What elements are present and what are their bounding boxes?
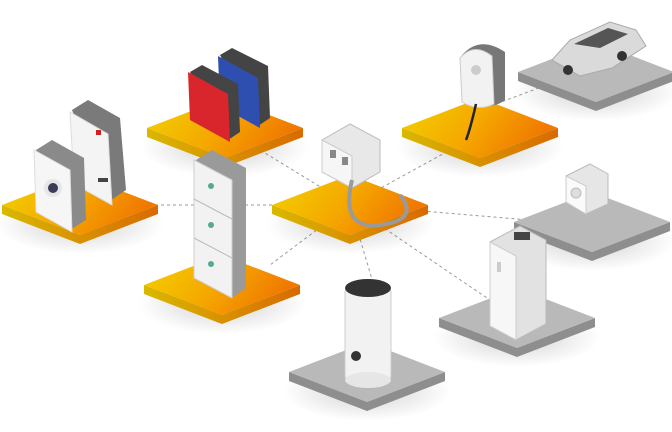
platform-side — [144, 285, 300, 324]
platform-side — [439, 318, 595, 357]
platform-top — [402, 98, 558, 158]
platform-side — [402, 128, 558, 167]
platform-side — [272, 205, 428, 244]
platform-wallbox — [396, 98, 564, 177]
water-heater-icon — [344, 279, 392, 388]
inverter-icon — [33, 100, 126, 233]
platform-top — [514, 192, 670, 252]
smart-plug-icon — [565, 163, 609, 215]
solar-inverter-icon — [188, 48, 270, 142]
car-icon — [551, 21, 647, 77]
platform-side — [518, 72, 672, 111]
platform-side — [2, 205, 158, 244]
platform-battery-storage — [138, 255, 306, 334]
platform-side — [289, 372, 445, 411]
energy-meter-icon — [321, 123, 409, 228]
battery-icon — [193, 150, 246, 299]
ev-charger-icon — [459, 44, 505, 141]
heat-pump-icon — [489, 225, 547, 341]
